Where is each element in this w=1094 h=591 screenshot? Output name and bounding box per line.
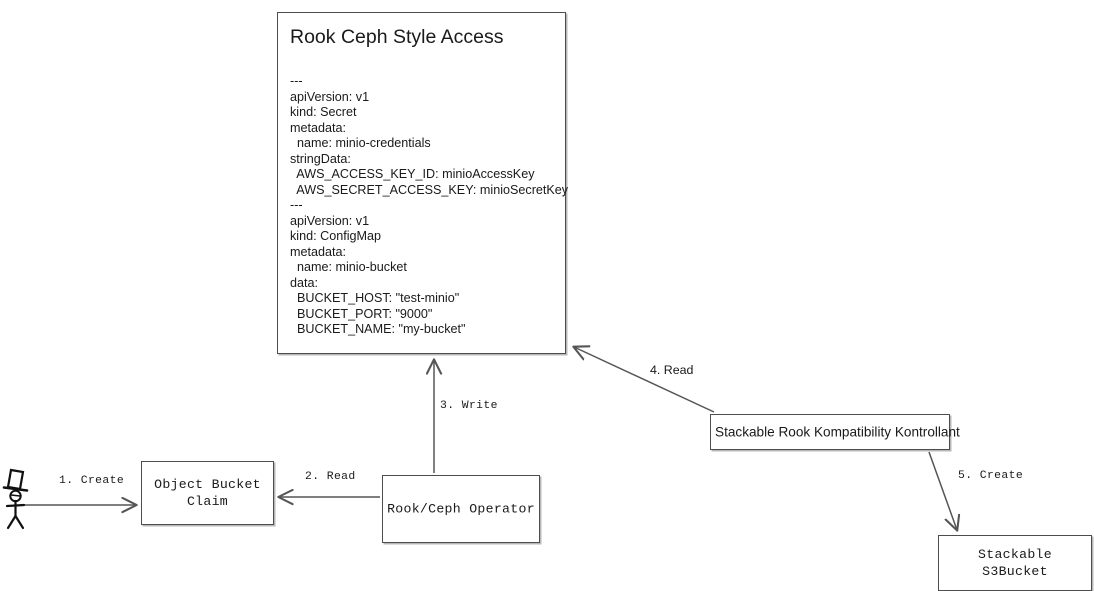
yaml-line: stringData: — [290, 151, 351, 166]
node-stackable-rook-kompatibility-kontrollant[interactable]: Stackable Rook Kompatibility Kontrollant — [710, 414, 960, 450]
edge-5-create — [928, 451, 957, 530]
yaml-line: BUCKET_PORT: "9000" — [290, 306, 433, 321]
edge-label-1-create: 1. Create — [59, 475, 125, 487]
yaml-line: metadata: — [290, 244, 347, 259]
yaml-manifest-panel: Rook Ceph Style Access ---apiVersion: v1… — [277, 12, 569, 354]
node-rook-ceph-operator-label: Rook/Ceph Operator — [387, 501, 535, 517]
yaml-line: name: minio-credentials — [290, 136, 431, 150]
node-stackable-s3bucket[interactable]: Stackable S3Bucket — [938, 535, 1092, 591]
yaml-line: BUCKET_NAME: "my-bucket" — [290, 322, 466, 336]
yaml-line: metadata: — [290, 120, 347, 135]
yaml-line: kind: Secret — [290, 105, 357, 119]
node-object-bucket-claim-label: Object Bucket Claim — [154, 477, 261, 509]
yaml-panel-title: Rook Ceph Style Access — [290, 26, 504, 48]
yaml-line: name: minio-bucket — [290, 260, 407, 274]
node-stackable-s3bucket-label: Stackable S3Bucket — [978, 547, 1052, 579]
node-rook-ceph-operator[interactable]: Rook/Ceph Operator — [382, 475, 540, 543]
yaml-line: BUCKET_HOST: "test-minio" — [290, 291, 460, 305]
stick-figure-actor-icon — [2, 468, 29, 530]
edge-4-read — [574, 347, 715, 413]
yaml-line: apiVersion: v1 — [290, 213, 370, 228]
edge-label-5-create: 5. Create — [958, 470, 1024, 482]
edge-label-4-read: 4. Read — [650, 363, 694, 377]
yaml-line: --- — [290, 198, 303, 212]
yaml-line: apiVersion: v1 — [290, 89, 370, 104]
node-srkk-label: Stackable Rook Kompatibility Kontrollant — [715, 424, 960, 440]
yaml-line: kind: ConfigMap — [290, 229, 382, 243]
yaml-line: --- — [290, 74, 303, 88]
yaml-line: AWS_ACCESS_KEY_ID: minioAccessKey — [290, 167, 535, 181]
yaml-line: data: — [290, 275, 319, 290]
edge-label-2-read: 2. Read — [305, 471, 356, 483]
edge-label-3-write: 3. Write — [440, 400, 498, 412]
node-object-bucket-claim[interactable]: Object Bucket Claim — [141, 461, 274, 525]
yaml-line: AWS_SECRET_ACCESS_KEY: minioSecretKey — [290, 182, 569, 197]
